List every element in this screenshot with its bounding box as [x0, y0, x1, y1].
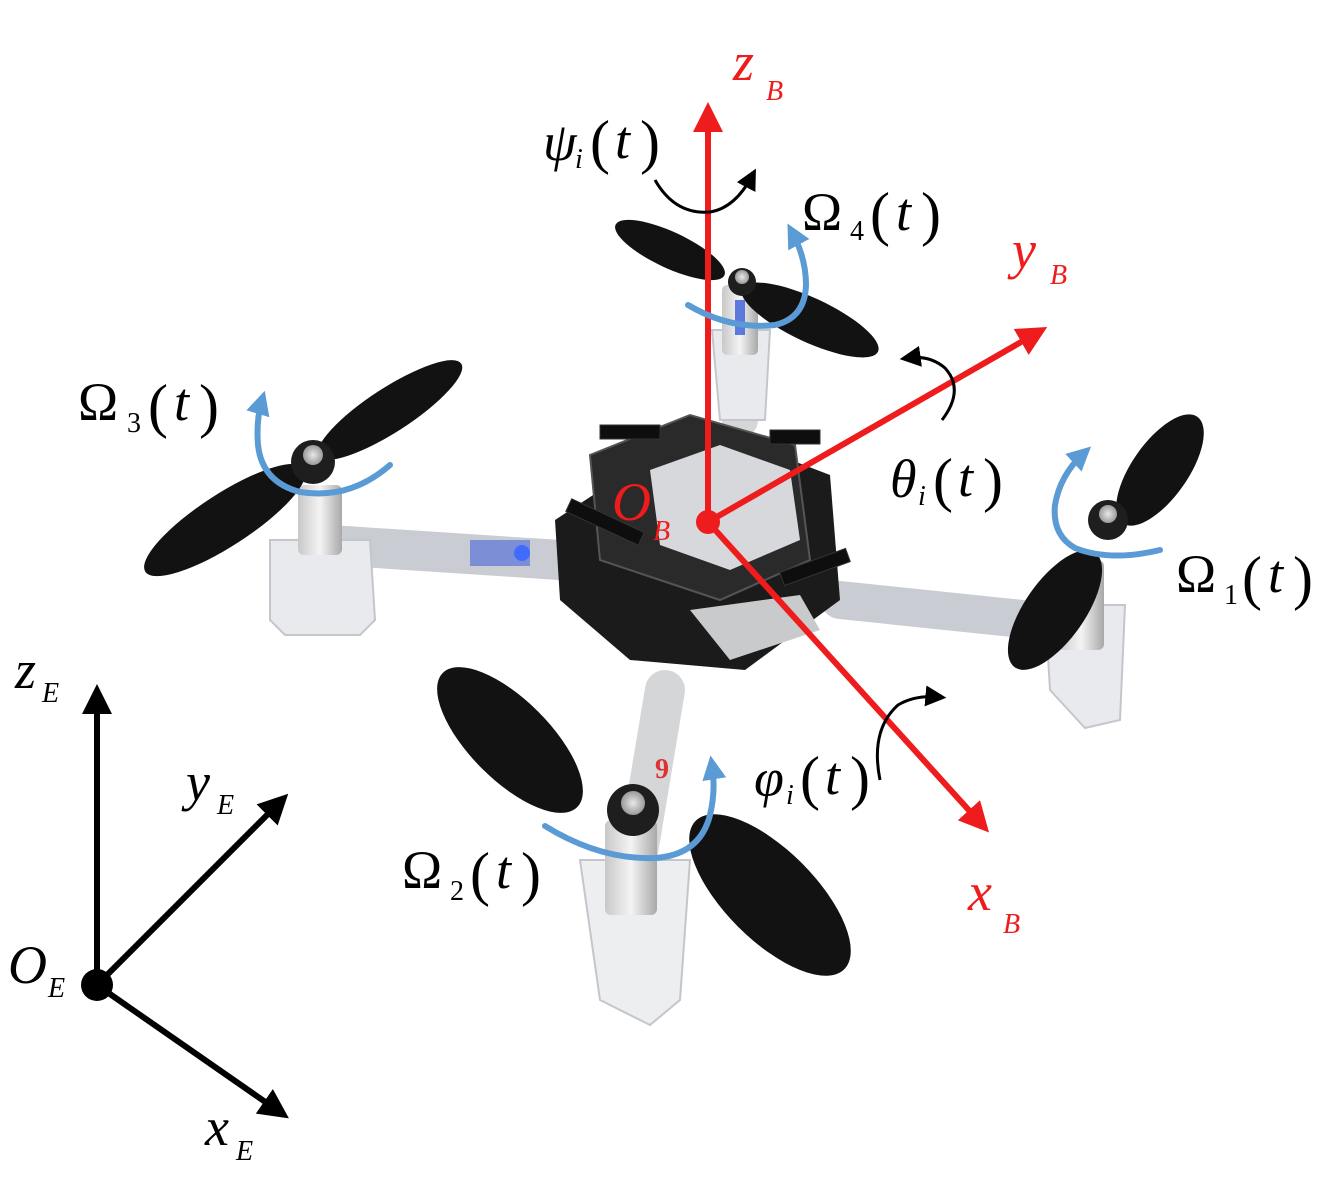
rotor-4-arg: t: [896, 182, 913, 242]
rotor-2-base: Ω: [402, 840, 442, 900]
roll-arg: t: [825, 746, 842, 806]
body-origin-dot: [696, 510, 720, 534]
body-x-sub: B: [1003, 909, 1020, 940]
yaw-close-paren: ): [640, 109, 660, 175]
body-x-label: x: [967, 862, 992, 922]
rotor-4-sub: 4: [850, 216, 864, 247]
propeller-4: [615, 219, 879, 358]
rotor-4-base: Ω: [802, 182, 842, 242]
rotor-1-open-paren: (: [1242, 545, 1262, 611]
roll-close-paren: ): [850, 745, 870, 811]
earth-x-label: x: [204, 1097, 229, 1157]
roll-rotation-arrow: [875, 685, 947, 781]
pitch-close-paren: ): [983, 447, 1003, 513]
earth-frame: O E z E y E x E: [8, 640, 289, 1167]
earth-origin-dot: [81, 969, 113, 1001]
roll-open-paren: (: [800, 745, 820, 811]
body-z-sub: B: [766, 76, 783, 107]
earth-origin-label: O: [8, 935, 47, 995]
rotor-2-label: Ω 2 ( t ): [402, 840, 541, 907]
rotor-3-close-paren: ): [199, 373, 219, 439]
earth-z-sub: E: [41, 678, 59, 709]
earth-x-axis: [95, 982, 289, 1119]
pitch-angle-label: θ i ( t ): [890, 447, 1003, 513]
rotor-1-arg: t: [1268, 544, 1285, 604]
yaw-arg: t: [615, 110, 632, 170]
body-y-label: y: [1007, 220, 1036, 280]
rotor-3-spin-arrow: [246, 390, 393, 497]
rotor-3-base: Ω: [78, 372, 118, 432]
propeller-2: [437, 667, 851, 976]
rotor-2-sub: 2: [450, 876, 464, 907]
rotor-1-label: Ω 1 ( t ): [1176, 544, 1313, 611]
pitch-arg: t: [958, 448, 975, 508]
propeller-3: [144, 360, 463, 577]
pitch-open-paren: (: [933, 447, 953, 513]
yaw-open-paren: (: [590, 109, 610, 175]
body-origin-sub: B: [653, 516, 670, 547]
pitch-sub: i: [918, 481, 926, 512]
rotor-4-open-paren: (: [870, 181, 890, 247]
rotor-2-open-paren: (: [470, 841, 490, 907]
rotor-1-spin-arrow: [1051, 446, 1163, 559]
yaw-rotation-arrow: [653, 168, 756, 214]
earth-y-label: y: [181, 752, 210, 812]
rotor-4-close-paren: ): [921, 181, 941, 247]
roll-angle-label: φ i ( t ): [754, 745, 870, 811]
quadrotor-drone-illustration: 9: [144, 219, 1204, 1027]
body-y-axis: [706, 327, 1048, 525]
rotor-3-open-paren: (: [148, 373, 168, 439]
rotor-2-arg: t: [496, 840, 513, 900]
rotor-speed-arrows: [246, 223, 1163, 862]
body-y-sub: B: [1050, 260, 1067, 291]
rotor-4-spin-arrow: [685, 223, 810, 329]
earth-x-sub: E: [235, 1136, 253, 1167]
body-origin-label: O: [612, 472, 651, 532]
body-z-label: z: [732, 32, 754, 92]
rotor-4-label: Ω 4 ( t ): [802, 181, 941, 247]
rotor-3-label: Ω 3 ( t ): [78, 372, 219, 439]
yaw-base: ψ: [543, 112, 578, 172]
body-x-axis: [705, 519, 990, 833]
rotor-1-close-paren: ): [1293, 545, 1313, 611]
earth-y-axis: [94, 793, 289, 988]
earth-y-sub: E: [216, 790, 234, 821]
roll-base: φ: [754, 748, 784, 808]
yaw-sub: i: [575, 144, 583, 175]
attitude-angle-arrows: [653, 168, 956, 781]
body-origin-base: O: [612, 472, 651, 532]
rotor-1-base: Ω: [1176, 544, 1216, 604]
rotor-2-close-paren: ): [521, 841, 541, 907]
pitch-base: θ: [890, 449, 917, 509]
roll-sub: i: [786, 780, 794, 811]
rotor-3-sub: 3: [127, 408, 141, 439]
yaw-angle-label: ψ i ( t ): [543, 109, 660, 175]
rotor-2-spin-arrow: [542, 755, 727, 862]
drone-board-label: 9: [655, 754, 669, 785]
propeller-1: [1007, 414, 1204, 670]
earth-origin-sub: E: [47, 973, 65, 1004]
rotor-3-arg: t: [174, 372, 191, 432]
pitch-rotation-arrow: [899, 345, 956, 421]
earth-z-label: z: [14, 640, 36, 700]
rotor-1-sub: 1: [1224, 580, 1238, 611]
board-pin-headers: [565, 424, 851, 587]
